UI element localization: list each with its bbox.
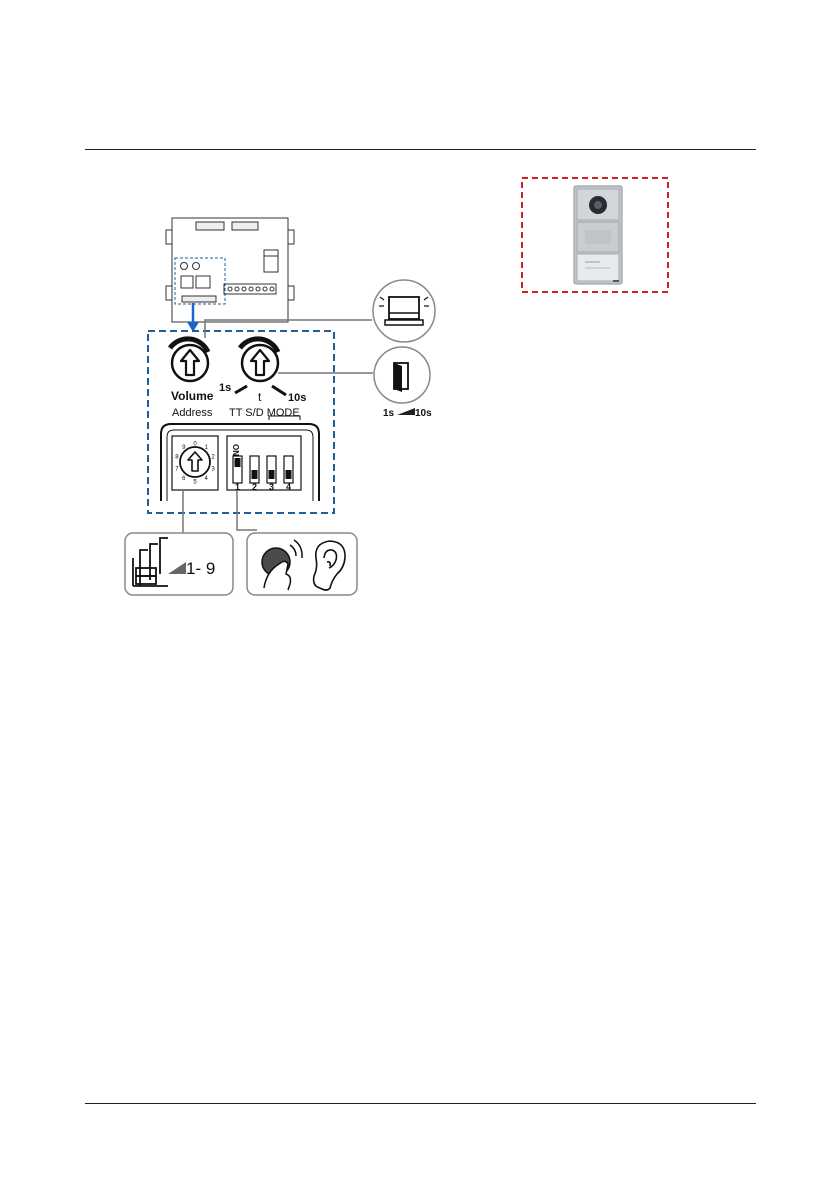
switch-header-label: TT S/D MODE	[229, 407, 300, 419]
volume-knob[interactable]	[170, 339, 208, 381]
lock-min-label: 1s	[383, 408, 395, 419]
dip-switch-block[interactable]: ON 1 2 3 4	[227, 436, 301, 492]
on-label: ON	[231, 444, 240, 456]
switch-number: 3	[269, 482, 274, 492]
call-tone-callout	[237, 490, 357, 595]
time-knob[interactable]	[235, 339, 286, 395]
volume-label: Volume	[171, 389, 214, 403]
door-callout: 1s 10s	[278, 347, 432, 419]
time-label: t	[258, 390, 262, 404]
time-max-label: 10s	[288, 392, 306, 404]
ramp-icon	[397, 408, 415, 415]
address-callout: 1- 9	[125, 490, 233, 595]
outdoor-station-image	[522, 178, 668, 292]
lock-max-label: 10s	[415, 408, 432, 419]
address-label: Address	[172, 407, 213, 419]
switch-number: 2	[252, 482, 257, 492]
address-range-label: 1- 9	[186, 559, 215, 578]
switch-number: 4	[286, 482, 291, 492]
door-icon	[394, 363, 408, 392]
time-min-label: 1s	[219, 382, 231, 394]
audio-module-board	[166, 218, 294, 322]
